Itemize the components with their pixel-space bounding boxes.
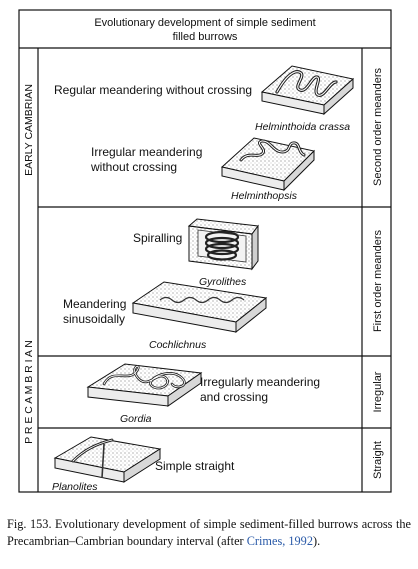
gordia-description-line1: Irregularly meandering — [200, 375, 320, 389]
helminthopsis-block — [220, 137, 316, 192]
gyrolithes-block — [187, 218, 259, 271]
helminthopsis-description-line2: without crossing — [90, 160, 177, 174]
right-axis-first-order: First order meanders — [372, 229, 384, 332]
diagram-title-line1: Evolutionary development of simple sedim… — [94, 17, 315, 29]
gordia-description-line2: and crossing — [200, 390, 268, 404]
cochlichnus-description-line1: Meandering — [63, 297, 126, 311]
caption-end: ). — [312, 534, 321, 548]
left-axis-precambrian: P R E C A M B R I A N — [23, 340, 35, 444]
left-axis-early-cambrian: EARLY CAMBRIAN — [23, 84, 35, 176]
gyrolithes-description: Spiralling — [133, 231, 182, 245]
planolites-block — [53, 436, 162, 483]
caption-text: Fig. 153. Evolutionary development of si… — [7, 517, 411, 548]
diagram-title-line2: filled burrows — [173, 31, 238, 43]
gordia-block — [86, 363, 203, 407]
helminthoida-name: Helminthoida crassa — [255, 121, 350, 133]
burrow-evolution-diagram: Evolutionary development of simple sedim… — [18, 9, 392, 493]
right-axis-irregular: Irregular — [372, 371, 384, 412]
figure-caption: Fig. 153. Evolutionary development of si… — [7, 516, 411, 550]
planolites-description: Simple straight — [155, 459, 235, 473]
gyrolithes-name: Gyrolithes — [199, 276, 247, 288]
helminthopsis-description-line1: Irregular meandering — [91, 145, 202, 159]
cochlichnus-description-line2: sinusoidally — [63, 312, 125, 326]
cochlichnus-name: Cochlichnus — [149, 339, 207, 351]
gyrolithes-spiral-trace — [204, 230, 240, 261]
right-axis-second-order: Second order meanders — [372, 67, 384, 186]
cochlichnus-burrow-trace — [159, 296, 245, 304]
right-axis-straight: Straight — [372, 441, 384, 479]
helminthoida-block — [260, 65, 355, 116]
planolites-name: Planolites — [52, 481, 98, 493]
cochlichnus-block — [131, 281, 268, 334]
helminthoida-description: Regular meandering without crossing — [54, 83, 252, 97]
gordia-name: Gordia — [120, 413, 152, 425]
caption-citation-link[interactable]: Crimes, 1992 — [246, 534, 313, 548]
diagram-frame — [18, 9, 392, 493]
helminthopsis-name: Helminthopsis — [231, 190, 298, 202]
